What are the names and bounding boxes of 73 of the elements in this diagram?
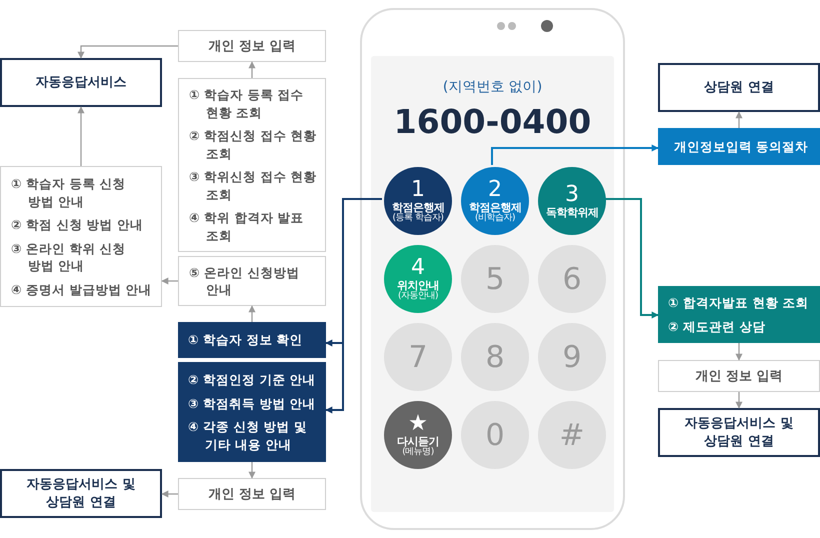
arrow: [736, 343, 742, 361]
list-item: ① 학습자 등록 신청 방법 안내: [11, 175, 127, 210]
key-sublabel: (등록 학습자): [392, 214, 444, 224]
process-box: [178, 30, 326, 62]
key-digit: 0: [485, 418, 505, 452]
list-item: ④ 증명서 발급방법 안내: [11, 280, 153, 298]
box-label: 개인정보입력 동의절차: [674, 138, 808, 156]
key-label: 위치안내: [397, 280, 439, 292]
service-box: [0, 469, 162, 518]
box-label: 상담원 연결: [704, 78, 774, 96]
key-label: 학점은행제: [468, 202, 522, 214]
arrow: [161, 278, 178, 284]
key-label: 학점은행제: [392, 202, 444, 214]
arrow: [736, 111, 742, 128]
key-digit: 7: [408, 340, 428, 374]
key-digit: 2: [488, 178, 502, 202]
key-sublabel: (자동안내): [398, 292, 438, 302]
list-item: ④ 학위 합격자 발표 조회: [189, 209, 305, 244]
key-digit: 3: [565, 182, 579, 208]
phone-number: 1600-0400: [392, 102, 592, 141]
box-label: ① 학습자 정보 확인: [188, 331, 304, 349]
box-label: 개인 정보 입력: [208, 38, 296, 55]
key-digit: ★: [408, 412, 428, 436]
key-sublabel: (메뉴명): [402, 448, 434, 458]
list-item: ② 학점신청 접수 현황 조회: [189, 127, 318, 162]
process-box: [658, 360, 820, 392]
key-digit: 5: [485, 262, 505, 296]
list-item: ③ 온라인 학위 신청 방법 안내: [11, 240, 127, 274]
box-label: 개인 정보 입력: [695, 368, 783, 385]
menu-box: [178, 78, 326, 252]
box-label: 자동응답서비스: [36, 74, 126, 92]
list-item: ④ 각종 신청 방법 및 기타 내용 안내: [188, 418, 308, 453]
menu-box: [178, 256, 326, 306]
arrow: [248, 305, 256, 322]
arrow: [491, 144, 659, 165]
process-box: [178, 478, 326, 510]
key-label: 다시듣기: [397, 436, 439, 448]
menu-box: [658, 286, 820, 343]
arrow: [78, 106, 84, 166]
key-label: 독학학위제: [546, 207, 598, 220]
area-code-note: (지역번호 없이): [442, 78, 544, 96]
process-box: [658, 128, 820, 165]
menu-box: [178, 322, 326, 358]
list-item: ① 학습자 등록 접수 현황 조회: [189, 86, 305, 121]
key-digit: #: [559, 418, 585, 452]
key-digit: 8: [485, 340, 505, 374]
key-sublabel: (비학습자): [474, 214, 516, 224]
list-item: ② 학점 신청 방법 안내: [11, 216, 144, 234]
arrow: [736, 392, 742, 409]
arrow: [78, 45, 178, 59]
list-item: ② 제도관련 상담: [668, 318, 766, 335]
key-digit: 4: [411, 256, 425, 280]
arrow: [161, 490, 178, 498]
box-label: 자동응답서비스 및 상담원 연결: [684, 414, 794, 450]
box-label: 자동응답서비스 및 상담원 연결: [26, 476, 136, 512]
list-item: ① 합격자발표 현황 조회: [668, 294, 810, 312]
list-item: ② 학점인정 기준 안내: [188, 371, 317, 388]
list-item: ③ 학위신청 접수 현황 조회: [189, 168, 318, 203]
key-digit: 9: [562, 340, 582, 374]
box-label: ⑤ 온라인 신청방법 안내: [189, 264, 300, 298]
arrow: [248, 462, 256, 479]
box-label: 개인 정보 입력: [208, 486, 296, 503]
key-digit: 1: [411, 178, 425, 202]
key-digit: 6: [562, 262, 582, 296]
arrow: [248, 61, 256, 78]
service-box: [0, 58, 162, 107]
arrow: [604, 198, 659, 318]
menu-box: [178, 362, 326, 462]
menu-box: [0, 166, 162, 307]
service-box: [658, 63, 820, 112]
list-item: ③ 학점취득 방법 안내: [188, 394, 317, 412]
service-box: [658, 408, 820, 457]
smartphone-frame: [360, 8, 625, 530]
